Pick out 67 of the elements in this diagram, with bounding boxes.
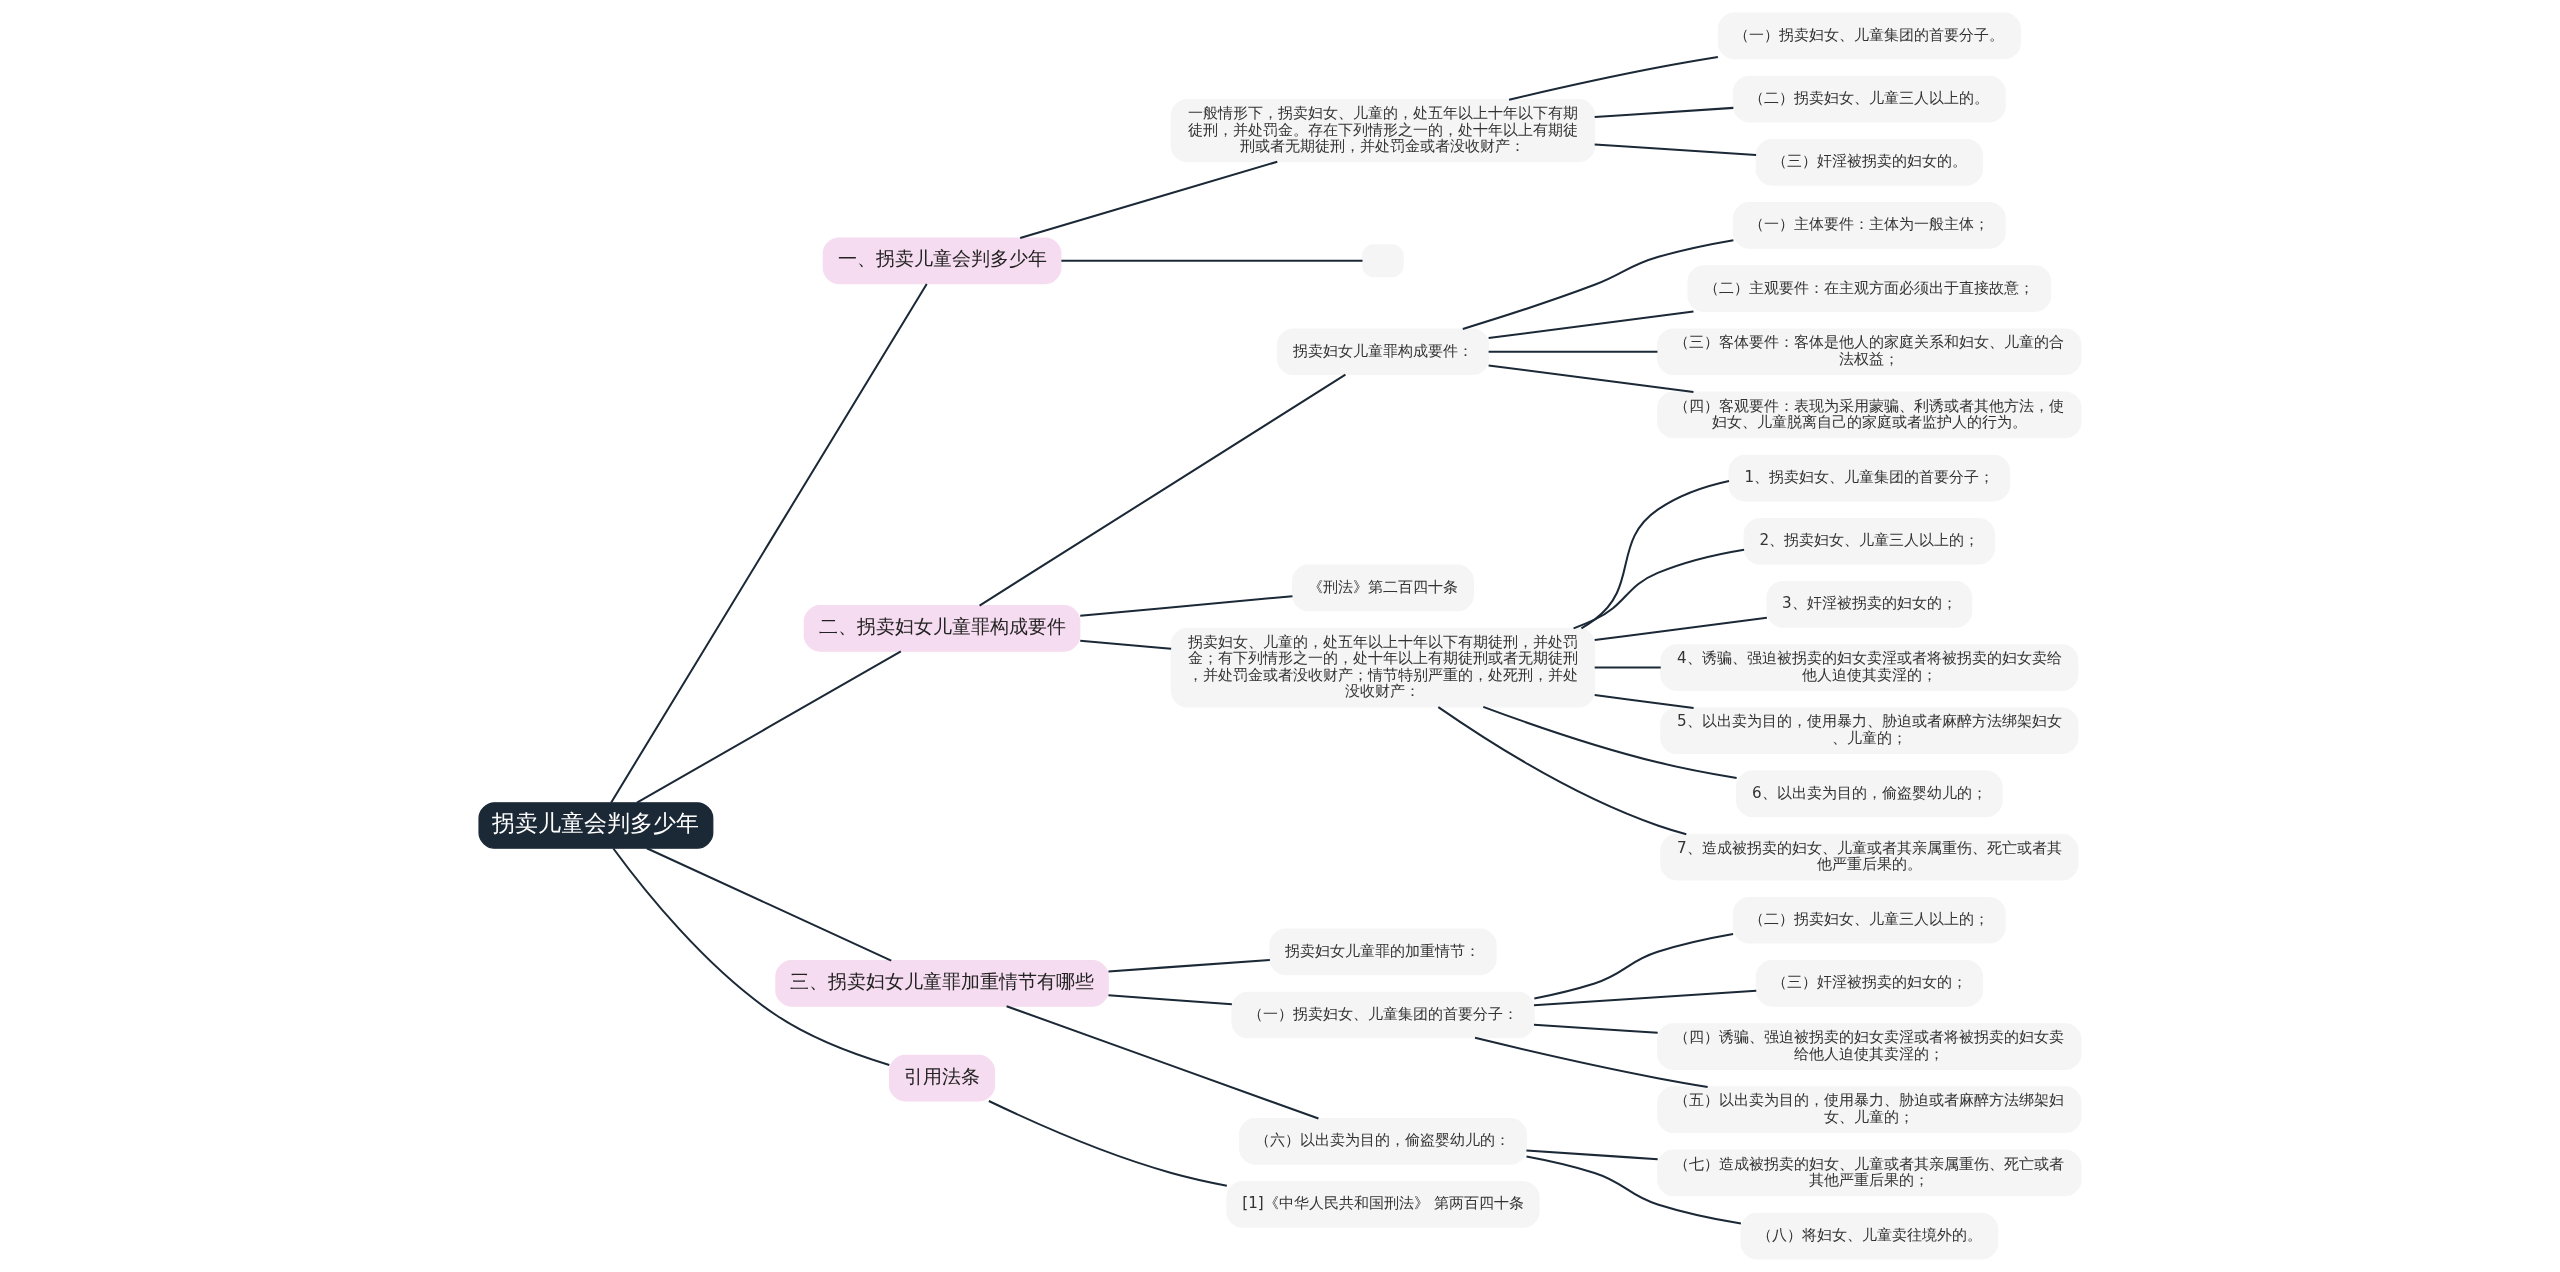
connector [610, 283, 928, 804]
node-box: 4、诱骗、强迫被拐卖的妇女卖淫或者将被拐卖的妇女卖给他人迫使其卖淫的； [1660, 644, 2079, 691]
connector [1594, 616, 1767, 642]
node-box: 《刑法》第二百四十条 [1292, 564, 1474, 612]
node-box: 2、拐卖妇女、儿童三人以上的； [1743, 517, 1996, 565]
node-box: 拐卖妇女、儿童的，处五年以上十年以下有期徒刑，并处罚金；有下列情形之一的，处十年以上有期徒刑或者无期徒刑，并处罚金或者没收财产；情节特别严重的，处死刑，并处没收财产： [1170, 627, 1596, 708]
node-box: 3、奸淫被拐卖的妇女的； [1766, 581, 1973, 628]
connector [1437, 706, 1687, 836]
node-box: （一）拐卖妇女、儿童集团的首要分子： [1231, 991, 1535, 1039]
node-box: （四）客观要件：表现为采用蒙骗、利诱或者其他方法，使妇女、儿童脱离自己的家庭或者监护人的行为。 [1657, 391, 2082, 439]
node-box: （一）拐卖妇女、儿童集团的首要分子。 [1717, 12, 2021, 60]
node-box: （八）将妇女、儿童卖往境外的。 [1740, 1212, 1999, 1260]
node-box: （二）拐卖妇女、儿童三人以上的。 [1732, 75, 2006, 123]
connector [612, 847, 890, 1066]
connector [1594, 143, 1757, 156]
connector [1006, 1005, 1319, 1120]
connector [1533, 1023, 1658, 1034]
node-box: 5、以出卖为目的，使用暴力、胁迫或者麻醉方法绑架妇女、儿童的； [1660, 707, 2079, 755]
connector [1019, 160, 1278, 239]
node-box: （三）客体要件：客体是他人的家庭关系和妇女、儿童的合法权益； [1657, 328, 2082, 376]
node-box: （三）奸淫被拐卖的妇女的； [1755, 960, 1984, 1007]
connector [1108, 994, 1232, 1006]
connector [988, 1100, 1228, 1187]
connector [1594, 666, 1661, 669]
node-box: 三、拐卖妇女儿童罪加重情节有哪些 [775, 960, 1109, 1007]
connector [1526, 1155, 1742, 1225]
connector [1061, 259, 1363, 262]
connector [979, 373, 1346, 607]
node-box: （五）以出卖为目的，使用暴力、胁迫或者麻醉方法绑架妇女、儿童的； [1657, 1086, 2082, 1134]
connector [1482, 705, 1737, 779]
node-box: [1]《中华人民共和国刑法》 第两百四十条 [1226, 1181, 1540, 1228]
connector [1080, 639, 1172, 650]
node-box: （四）诱骗、强迫被拐卖的妇女卖淫或者将被拐卖的妇女卖给他人迫使其卖淫的； [1657, 1023, 2082, 1070]
node-box: 引用法条 [889, 1054, 996, 1102]
connector [1474, 1036, 1708, 1088]
connector [1533, 989, 1757, 1007]
connector [1508, 56, 1719, 101]
node-box: 7、造成被拐卖的妇女、儿童或者其亲属重伤、死亡或者其他严重后果的。 [1660, 833, 2079, 881]
node-box: 拐卖儿童会判多少年 [478, 802, 714, 849]
node-box: 一般情形下，拐卖妇女、儿童的，处五年以上十年以下有期徒刑，并处罚金。存在下列情形之一的，处十年以上有期徒刑或者无期徒刑，并处罚金或者没收财产： [1170, 99, 1596, 163]
connector [1462, 239, 1734, 330]
connector [1580, 480, 1730, 630]
node-box: 6、以出卖为目的，偷盗婴幼儿的； [1736, 770, 2003, 818]
node-box: 1、拐卖妇女、儿童集团的首要分子； [1728, 454, 2011, 502]
connector [1080, 595, 1293, 617]
node-box: 二、拐卖妇女儿童罪构成要件 [803, 605, 1081, 652]
connector [646, 847, 892, 962]
node-box [1362, 244, 1404, 278]
connector [1594, 106, 1734, 118]
node-box: （二）主观要件：在主观方面必须出于直接故意； [1687, 265, 2052, 312]
node-box: 拐卖妇女儿童罪的加重情节： [1269, 928, 1497, 976]
node-box: （六）以出卖为目的，偷盗婴幼儿的： [1238, 1117, 1527, 1165]
node-box: （三）奸淫被拐卖的妇女的。 [1755, 138, 1984, 186]
connector [1534, 933, 1734, 1000]
node-box: （二）拐卖妇女、儿童三人以上的； [1732, 896, 2006, 944]
connector [1526, 1149, 1658, 1161]
connector [636, 650, 902, 804]
connector [1594, 694, 1694, 709]
node-box: 一、拐卖儿童会判多少年 [822, 237, 1062, 285]
connector [1488, 350, 1658, 353]
node-box: 拐卖妇女儿童罪构成要件： [1276, 328, 1490, 376]
connector [1488, 364, 1694, 394]
node-box: （七）造成被拐卖的妇女、儿童或者其亲属重伤、死亡或者其他严重后果的； [1657, 1149, 2082, 1197]
connector [1573, 548, 1745, 630]
connector [1108, 958, 1270, 973]
connector [1488, 310, 1694, 340]
node-box: （一）主体要件：主体为一般主体； [1732, 202, 2006, 249]
